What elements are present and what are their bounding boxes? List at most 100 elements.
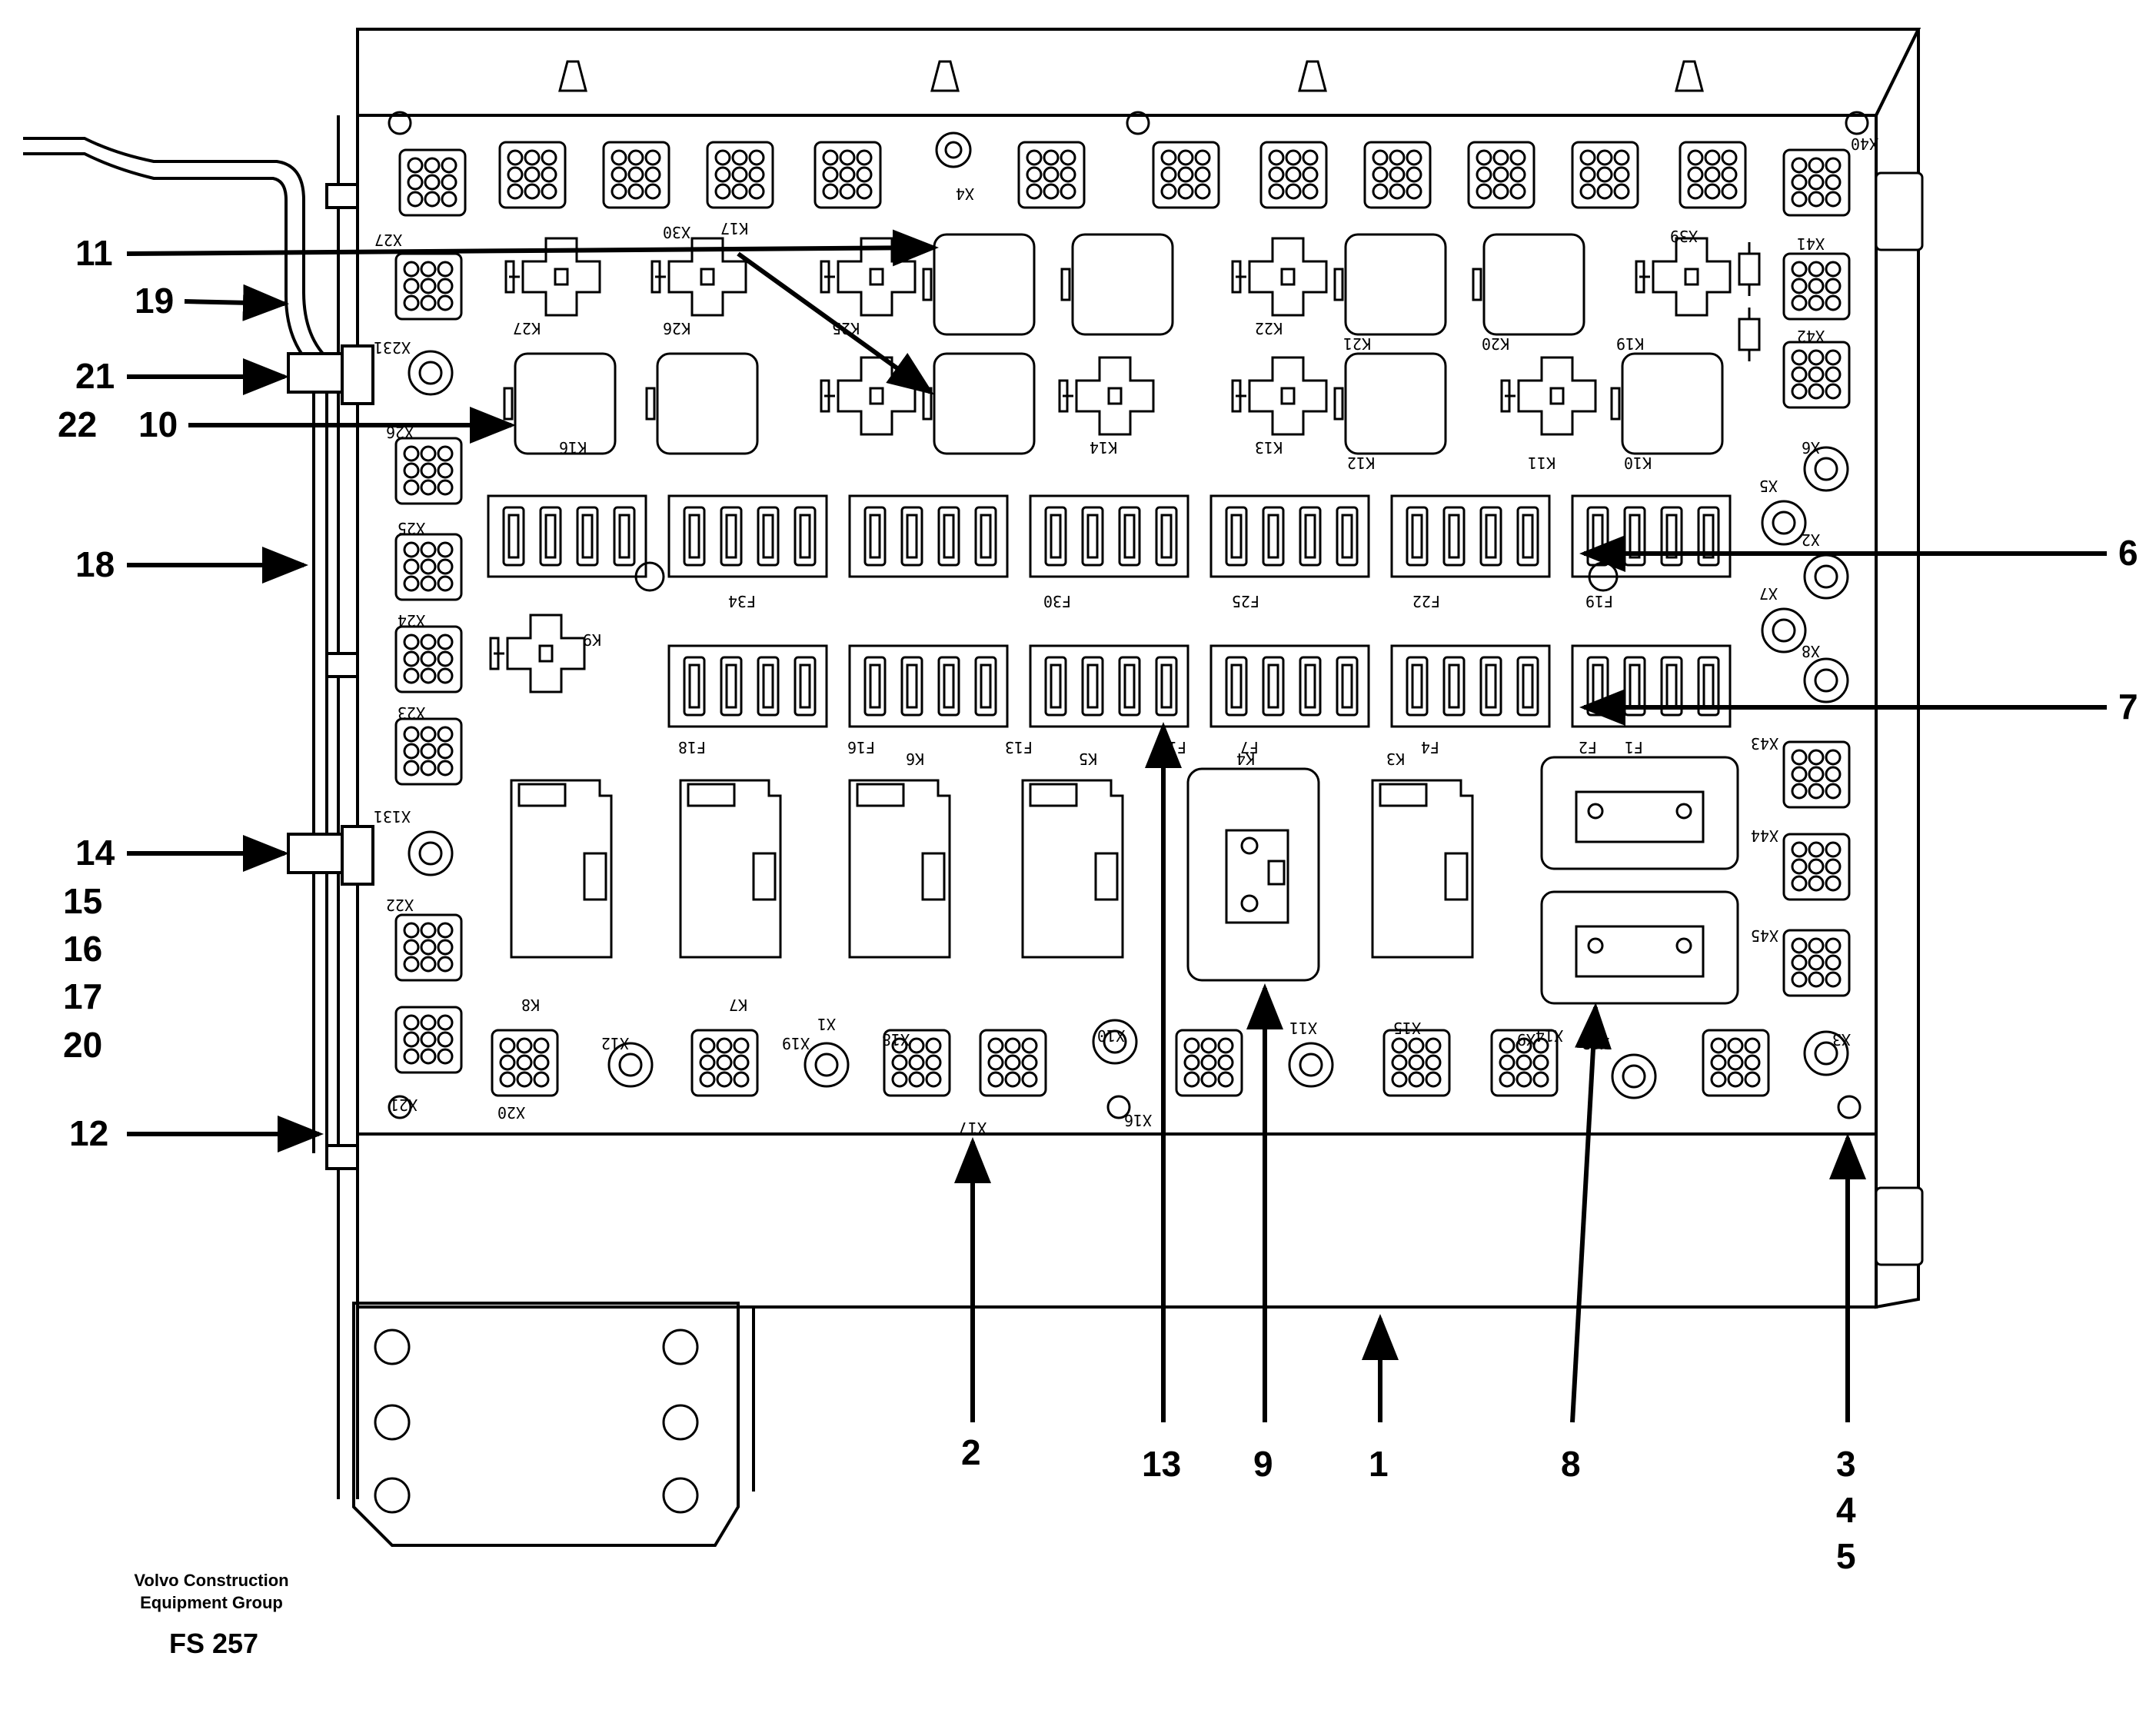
part-label: K26	[663, 319, 690, 338]
callout-18: 18	[75, 544, 115, 584]
part-label: K10	[1624, 454, 1652, 472]
part-label: X11	[1289, 1019, 1317, 1037]
part-label: X23	[398, 703, 425, 722]
connector-block	[1702, 1029, 1770, 1097]
part-label: X45	[1751, 926, 1778, 945]
relay-socket	[1231, 237, 1328, 317]
part-label: X22	[386, 896, 414, 914]
part-label: K22	[1255, 319, 1283, 338]
arrow-11a	[126, 229, 939, 267]
part-label: X42	[1797, 327, 1825, 345]
part-label: K3	[1386, 750, 1405, 768]
part-label: X43	[1751, 734, 1778, 753]
connector-block	[1679, 141, 1747, 209]
part-label: X21	[390, 1096, 418, 1114]
arrow-8	[1570, 1003, 1612, 1423]
part-label: F30	[1043, 592, 1071, 610]
bracket-holes	[374, 1329, 699, 1514]
caption: Volvo Construction Equipment Group FS 25…	[134, 1571, 288, 1659]
side-latches	[1875, 171, 1924, 1266]
relay-cube	[1333, 352, 1447, 455]
relay-cube	[1610, 352, 1724, 455]
part-label: K27	[513, 319, 541, 338]
callout-8: 8	[1561, 1444, 1581, 1484]
ground-studs	[287, 183, 374, 1170]
callout-5: 5	[1836, 1536, 1856, 1576]
part-label: F25	[1232, 592, 1259, 610]
part-label: K17	[720, 219, 748, 238]
fuse-holder	[1209, 494, 1370, 578]
part-label: X8	[1802, 642, 1820, 660]
part-label: F2	[1579, 738, 1597, 757]
part-label: X40	[1851, 135, 1878, 153]
part-label: K8	[521, 996, 540, 1014]
connector-block	[394, 625, 463, 693]
part-label: F4	[1421, 738, 1439, 757]
part-label: X30	[663, 223, 690, 241]
cable-harness	[23, 137, 340, 1153]
part-label: X20	[497, 1103, 525, 1122]
fuse-holder	[1029, 494, 1189, 578]
connector-block	[706, 141, 774, 209]
timer-modules	[1540, 756, 1739, 1005]
part-label: X6	[1802, 438, 1820, 457]
lid-clips	[558, 60, 1704, 92]
part-label: K5	[1079, 750, 1097, 768]
part-label: K21	[1343, 334, 1371, 353]
connector-block	[1467, 141, 1535, 209]
part-label: F22	[1412, 592, 1440, 610]
leader-arrows	[126, 229, 2107, 1423]
relay-cube	[1472, 233, 1585, 336]
part-label: F34	[728, 592, 756, 610]
connector-block	[1017, 141, 1086, 209]
relay-units	[489, 233, 1732, 693]
part-label: X5	[1759, 477, 1778, 495]
relay-socket	[1058, 356, 1155, 436]
relay-cube	[922, 233, 1036, 336]
relay-cube	[1333, 233, 1447, 336]
fuse-holder	[1390, 644, 1551, 728]
relay-cube	[922, 352, 1036, 455]
fuse-holder	[667, 644, 828, 728]
connector-block	[1175, 1029, 1243, 1097]
callout-14: 14	[75, 833, 115, 873]
callout-15: 15	[63, 881, 102, 921]
part-label: K11	[1528, 454, 1555, 472]
connector-block	[1363, 141, 1432, 209]
connector-blocks	[394, 141, 1851, 1097]
relay-cube	[645, 352, 759, 455]
part-label: X25	[398, 519, 425, 537]
fuse-holder	[487, 494, 647, 578]
connector-block	[394, 1006, 463, 1074]
callout-2: 2	[961, 1432, 981, 1472]
callout-7: 7	[2118, 687, 2138, 727]
callout-20: 20	[63, 1025, 102, 1065]
relay-socket	[489, 614, 586, 693]
part-label: X14	[1535, 1026, 1563, 1045]
fuse-holder	[848, 644, 1009, 728]
connector-block	[1782, 148, 1851, 217]
bracket-relays	[510, 779, 1474, 959]
connector-block	[398, 148, 467, 217]
caption-company-line2: Equipment Group	[140, 1593, 283, 1612]
arrow-19	[184, 284, 289, 321]
callout-16: 16	[63, 929, 102, 969]
connector-block	[1782, 740, 1851, 809]
connector-block	[1152, 141, 1220, 209]
fuse-holder	[1209, 644, 1370, 728]
callout-3: 3	[1836, 1444, 1856, 1484]
callout-10: 10	[138, 404, 178, 444]
callout-22: 22	[58, 404, 97, 444]
connector-block	[602, 141, 670, 209]
connector-block	[1782, 833, 1851, 901]
callout-19: 19	[135, 281, 174, 321]
connector-block	[690, 1029, 759, 1097]
part-label: F7	[1240, 738, 1259, 757]
part-label: K16	[559, 438, 587, 457]
callout-12: 12	[69, 1113, 108, 1153]
relay-cube	[1060, 233, 1174, 336]
part-label: K12	[1347, 454, 1375, 472]
callout-1: 1	[1369, 1444, 1389, 1484]
